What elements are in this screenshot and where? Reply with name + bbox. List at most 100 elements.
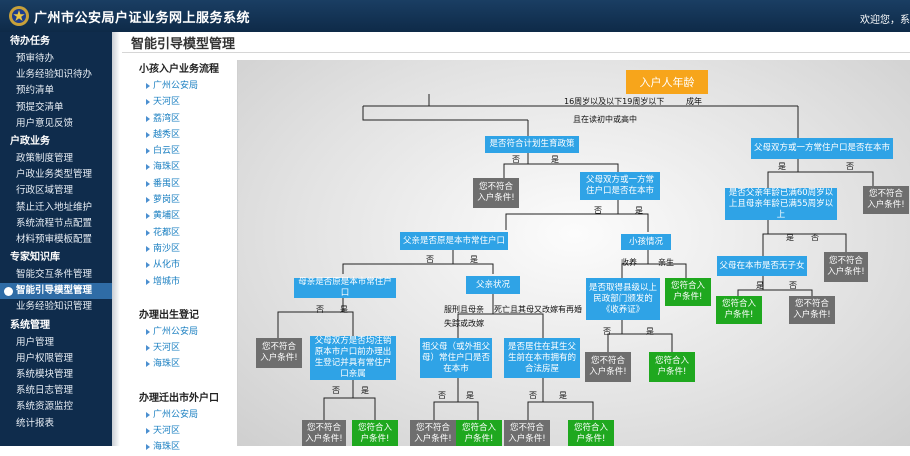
flow-node-ok[interactable]: 您符合入户条件! [352, 420, 398, 446]
tree-item[interactable]: 广州公安局 [131, 407, 235, 423]
tree-item[interactable]: 南沙区 [131, 241, 235, 257]
sidebar-item-logs[interactable]: 系统日志管理 [16, 385, 74, 397]
sidebar-item-reports[interactable]: 统计报表 [16, 417, 55, 429]
sidebar-item-experience-knowledge[interactable]: 业务经验知识管理 [16, 301, 93, 313]
flow-node-mother-reg[interactable]: 母亲是否原是本市常住户口 [294, 277, 396, 298]
sidebar: 待办任务 预审待办 业务经验知识待办 预约清单 预提交清单 用户意见反馈 户政业… [0, 32, 112, 446]
flow-label-yes: 是 [551, 155, 559, 164]
flow-node-fail[interactable]: 您不符合入户条件! [410, 420, 456, 446]
sidebar-item-pre-review-todo[interactable]: 预审待办 [16, 53, 55, 64]
flow-node-parents-local[interactable]: 父母双方或一方常住户口是否在本市 [580, 172, 660, 200]
welcome-text: 欢迎您，系 [860, 15, 910, 26]
sidebar-item-forbidden-address[interactable]: 禁止迁入地址维护 [16, 201, 93, 213]
sidebar-item-label: 智能引导模型管理 [16, 285, 93, 297]
sidebar-item-policy[interactable]: 政策制度管理 [16, 152, 74, 164]
sidebar-item-interaction-condition[interactable]: 智能交互条件管理 [16, 269, 93, 281]
flow-label-adopted: 收养 [621, 258, 637, 267]
sidebar-item-experience-todo[interactable]: 业务经验知识待办 [16, 69, 93, 81]
flow-node-no-son[interactable]: 父母在本市是否无子女 [717, 256, 807, 276]
sidebar-item-users[interactable]: 用户管理 [16, 336, 55, 348]
flow-label-yes: 是 [635, 206, 643, 215]
sidebar-item-pre-submit-list[interactable]: 预提交清单 [16, 101, 64, 113]
tree-item[interactable]: 天河区 [131, 340, 235, 356]
tree-item[interactable]: 海珠区 [131, 159, 235, 175]
tree-item[interactable]: 增城市 [131, 274, 235, 290]
tree-group-move-out[interactable]: 办理迁出市外户口 [139, 392, 219, 404]
flow-label-in-school: 且在读初中或高中 [573, 115, 637, 124]
tree-item[interactable]: 荔湾区 [131, 111, 235, 127]
tree-item[interactable]: 天河区 [131, 94, 235, 110]
tree-item[interactable]: 越秀区 [131, 127, 235, 143]
sidebar-item-permissions[interactable]: 用户权限管理 [16, 352, 74, 364]
flow-node-plan-policy[interactable]: 是否符合计划生育政策 [485, 136, 579, 153]
flow-node-ok[interactable]: 您符合入户条件! [716, 296, 762, 324]
sidebar-item-user-feedback[interactable]: 用户意见反馈 [16, 117, 74, 129]
sidebar-item-region[interactable]: 行政区域管理 [16, 185, 74, 197]
flow-node-parents-adult[interactable]: 父母双方或一方常住户口是否在本市 [751, 138, 893, 159]
flow-node-grandparents[interactable]: 祖父母（或外祖父母）常住户口是否在本市 [420, 338, 492, 378]
app-title: 广州市公安局户证业务网上服务系统 [34, 11, 251, 26]
tree-item[interactable]: 从化市 [131, 257, 235, 273]
tree-item[interactable]: 萝岗区 [131, 192, 235, 208]
tree-item[interactable]: 白云区 [131, 143, 235, 159]
flow-node-fail[interactable]: 您不符合入户条件! [824, 252, 868, 282]
tree-item[interactable]: 花都区 [131, 225, 235, 241]
flow-label-no: 否 [438, 391, 446, 400]
flow-node-father-reg[interactable]: 父亲是否原是本市常住户口 [400, 232, 508, 250]
flow-node-root[interactable]: 入户人年龄 [626, 70, 708, 94]
flow-node-mother-local[interactable]: 父母双方是否均注销原本市户口前办理出生登记并具有常住户口亲属 [310, 336, 396, 380]
flow-label-biological: 亲生 [658, 258, 674, 267]
flow-node-father-age[interactable]: 是否父亲年龄已满60周岁以上且母亲年龄已满55周岁以上 [725, 188, 837, 220]
flow-node-ok[interactable]: 您符合入户条件! [665, 278, 711, 306]
sidebar-item-guide-model[interactable]: 智能引导模型管理 [0, 283, 112, 300]
flow-label-no: 否 [512, 155, 520, 164]
tree-group-birth-registration[interactable]: 办理出生登记 [139, 309, 199, 321]
flow-label-minor: 16周岁以及以下19周岁以下 [564, 97, 665, 106]
sidebar-item-modules[interactable]: 系统模块管理 [16, 369, 74, 380]
flow-node-ok[interactable]: 您符合入户条件! [568, 420, 614, 446]
flow-node-adoption-cert[interactable]: 是否取得县级以上民政部门颁发的《收养证》 [586, 278, 660, 320]
tree-item[interactable]: 广州公安局 [131, 78, 235, 94]
flow-label-lost: 失踪或改嫁 [444, 319, 484, 328]
title-divider [122, 52, 910, 53]
flow-label-no: 否 [603, 327, 611, 336]
sidebar-item-appointment-list[interactable]: 预约清单 [16, 85, 55, 97]
flow-node-fail[interactable]: 您不符合入户条件! [863, 186, 909, 214]
sidebar-item-monitor[interactable]: 系统资源监控 [16, 401, 74, 413]
sidebar-item-flow-node[interactable]: 系统流程节点配置 [16, 217, 93, 229]
flow-node-fail[interactable]: 您不符合入户条件! [473, 178, 519, 208]
flow-node-father-status[interactable]: 父亲状况 [466, 276, 520, 294]
tree-item[interactable]: 海珠区 [131, 356, 235, 372]
flow-node-ok[interactable]: 您符合入户条件! [649, 352, 695, 382]
tree-item[interactable]: 海珠区 [131, 439, 235, 455]
flow-label-yes: 是 [340, 305, 348, 314]
tree-item[interactable]: 天河区 [131, 423, 235, 439]
tree-group-child-registration[interactable]: 小孩入户业务流程 [139, 64, 219, 75]
flow-label-yes: 是 [778, 162, 786, 171]
flow-node-father-house[interactable]: 是否居住在其生父生前在本市拥有的合法房屋 [504, 338, 580, 378]
tree-item[interactable]: 番禺区 [131, 176, 235, 192]
flow-label-no: 否 [426, 255, 434, 264]
sidebar-item-material-template[interactable]: 材料预审模板配置 [16, 233, 93, 245]
flow-node-ok[interactable]: 您符合入户条件! [456, 420, 502, 446]
sidebar-item-business-type[interactable]: 户政业务类型管理 [16, 169, 93, 181]
flow-node-child-status[interactable]: 小孩情况 [621, 234, 671, 250]
flow-node-fail[interactable]: 您不符合入户条件! [504, 420, 550, 446]
decision-flow-canvas: 入户人年龄 16周岁以及以下19周岁以下 成年 且在读初中或高中 是否符合计划生… [237, 60, 910, 446]
active-dot-icon [4, 286, 13, 296]
flow-label-yes: 是 [756, 281, 764, 290]
flow-node-fail[interactable]: 您不符合入户条件! [302, 420, 346, 446]
sidebar-section-household: 户政业务 [10, 135, 50, 147]
tree-item[interactable]: 黄埔区 [131, 208, 235, 224]
flow-label-yes: 是 [559, 391, 567, 400]
flow-label-no: 否 [789, 281, 797, 290]
flow-label-yes: 是 [470, 255, 478, 264]
flow-label-yes: 是 [361, 386, 369, 395]
sidebar-shadow [112, 32, 120, 446]
flow-node-fail[interactable]: 您不符合入户条件! [256, 338, 302, 368]
flow-label-no: 否 [529, 391, 537, 400]
tree-item[interactable]: 广州公安局 [131, 324, 235, 340]
flow-node-fail[interactable]: 您不符合入户条件! [585, 352, 631, 382]
sidebar-section-knowledge: 专家知识库 [10, 252, 60, 264]
flow-node-fail[interactable]: 您不符合入户条件! [789, 296, 835, 324]
